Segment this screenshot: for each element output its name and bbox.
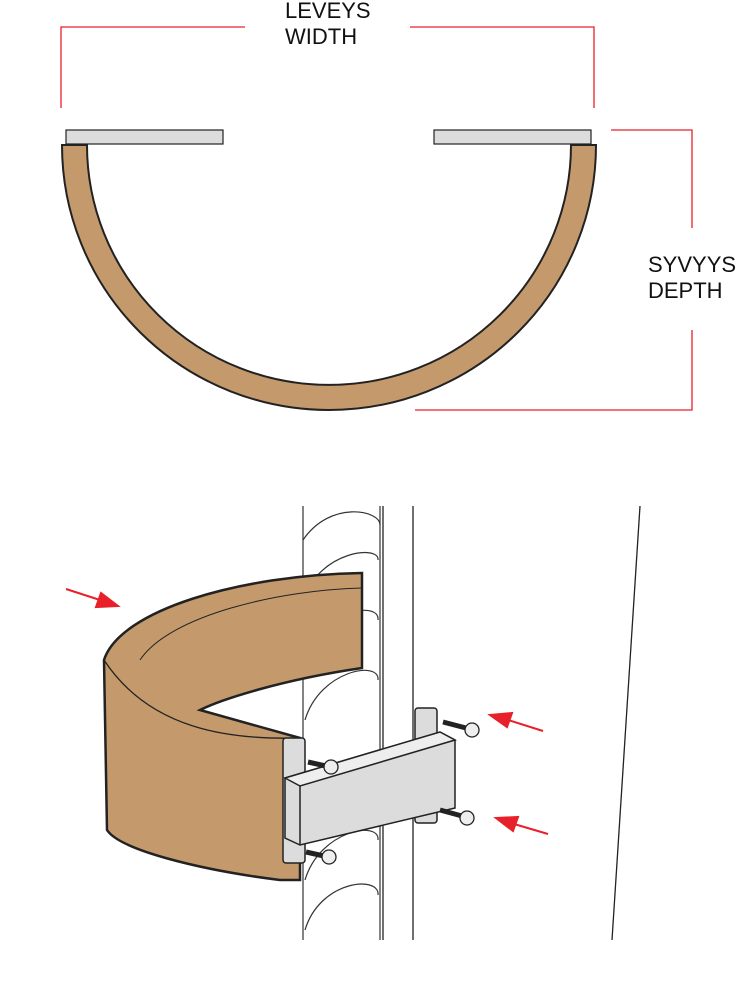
pole: [382, 505, 641, 941]
right-plate: [433, 129, 592, 145]
width-dimension-line: [60, 26, 595, 108]
spring-coils: [302, 506, 381, 940]
bracket: [282, 707, 457, 864]
left-plate: [65, 129, 224, 145]
screws: [305, 719, 480, 865]
arrows: [65, 588, 549, 835]
width-label-line1: LEVEYS: [285, 0, 371, 23]
width-label-line2: WIDTH: [285, 24, 358, 49]
cushion-top-view: [60, 144, 598, 411]
depth-label: SYVYYS DEPTH: [648, 252, 736, 304]
depth-label-line2: DEPTH: [648, 278, 723, 303]
depth-dimension-line: [415, 129, 693, 411]
width-label: LEVEYS WIDTH: [285, 0, 371, 50]
depth-label-line1: SYVYYS: [648, 252, 736, 277]
